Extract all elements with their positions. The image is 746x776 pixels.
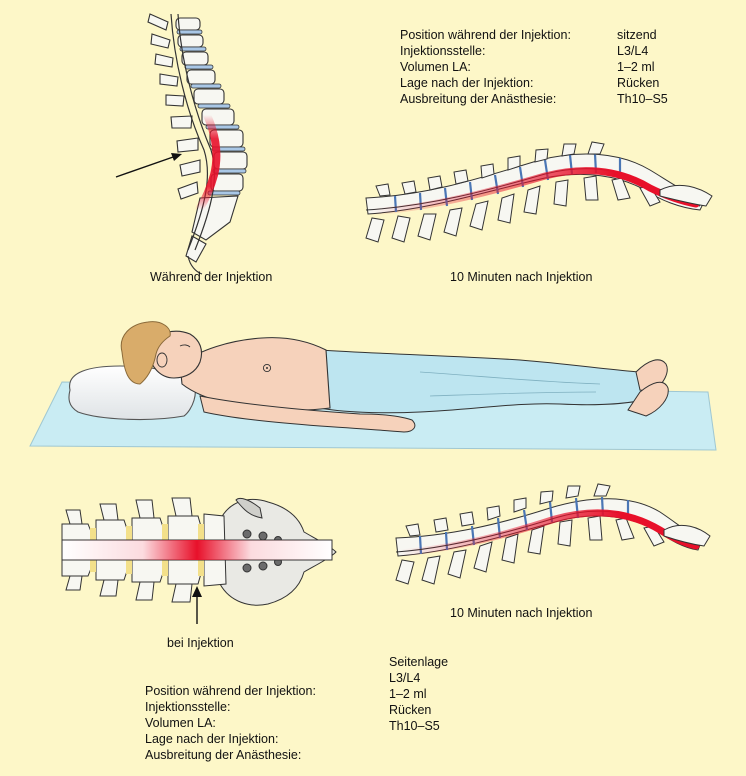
bottom-label: Injektionsstelle: (145, 700, 231, 714)
bottom-value: Rücken (389, 703, 432, 717)
sagittal-spine-sitting (147, 13, 248, 275)
patient-supine (29, 321, 717, 451)
top-row-spread: Ausbreitung der Anästhesie: Th10–S5 (400, 91, 668, 107)
bottom-label: Ausbreitung der Anästhesie: (145, 748, 302, 762)
bottom-label: Volumen LA: (145, 716, 216, 730)
bottom-labels-column: Position während der Injektion: Injektio… (145, 683, 316, 763)
bottom-values-column: Seitenlage L3/L4 1–2 ml Rücken Th10–S5 (389, 654, 448, 734)
caption-10-min-top: 10 Minuten nach Injektion (450, 270, 593, 284)
caption-at-injection: bei Injektion (167, 636, 234, 650)
top-row-value: sitzend (617, 28, 657, 42)
bottom-label: Lage nach der Injektion: (145, 732, 279, 746)
bottom-value: L3/L4 (389, 671, 421, 685)
top-row-value: 1–2 ml (617, 60, 655, 74)
top-row-label: Position während der Injektion: (400, 28, 571, 42)
top-row-label: Injektionsstelle: (400, 44, 486, 58)
bottom-value: Th10–S5 (389, 719, 440, 733)
top-row-value: Rücken (617, 76, 660, 90)
top-row-site: Injektionsstelle: L3/L4 (400, 43, 668, 59)
injection-arrow-dorsal (192, 586, 202, 624)
top-parameter-table: Position während der Injektion: sitzend … (400, 27, 668, 107)
top-row-label: Lage nach der Injektion: (400, 76, 534, 90)
spine-dorsal-view (61, 497, 337, 606)
spine-lateral-bottom (395, 483, 711, 585)
top-row-position: Position während der Injektion: sitzend (400, 27, 668, 43)
top-row-value: Th10–S5 (617, 92, 668, 106)
top-row-label: Ausbreitung der Anästhesie: (400, 92, 557, 106)
injection-arrow-sagittal (115, 153, 182, 178)
caption-10-min-bottom: 10 Minuten nach Injektion (450, 606, 593, 620)
bottom-value: 1–2 ml (389, 687, 427, 701)
caption-during-injection: Während der Injektion (150, 270, 273, 284)
bottom-value: Seitenlage (389, 655, 449, 669)
top-row-label: Volumen LA: (400, 60, 471, 74)
top-row-value: L3/L4 (617, 44, 649, 58)
spine-supine-top (365, 141, 713, 243)
top-row-volume: Volumen LA: 1–2 ml (400, 59, 668, 75)
bottom-label: Position während der Injektion: (145, 684, 316, 698)
top-row-after: Lage nach der Injektion: Rücken (400, 75, 668, 91)
